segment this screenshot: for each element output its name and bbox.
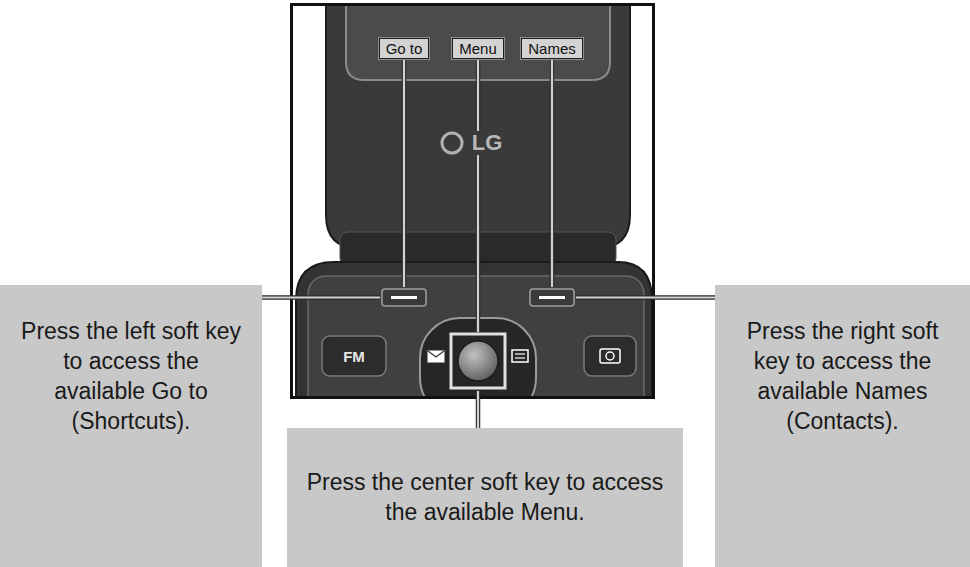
leader-line xyxy=(552,59,715,298)
node-text: Press the left soft key to access the av… xyxy=(16,317,246,437)
leader-line xyxy=(262,59,404,298)
leader-line-outline xyxy=(552,59,715,298)
leader-line-core xyxy=(552,59,715,298)
key-label: FM xyxy=(343,348,365,365)
soft-key-label: Names xyxy=(521,38,583,59)
node-text: Names xyxy=(528,40,576,57)
callout-box: Press the left soft key to access the av… xyxy=(0,285,262,567)
fm-key xyxy=(322,336,386,376)
center-key xyxy=(458,341,498,381)
leader-line-outline xyxy=(262,59,404,298)
nav-highlight xyxy=(451,334,505,388)
callout-box: Press the right soft key to access the a… xyxy=(715,285,970,567)
leader-line-core xyxy=(477,59,479,428)
node-text: Menu xyxy=(459,40,497,57)
camera-lens xyxy=(606,352,614,360)
frame xyxy=(292,5,654,398)
soft-key-dash xyxy=(539,296,565,299)
leader-line xyxy=(478,59,479,428)
node-text: Go to xyxy=(386,40,423,57)
node-text: Press the center soft key to access the … xyxy=(303,468,667,528)
soft-key-label: Go to xyxy=(379,38,430,59)
node-text: Press the right soft key to access the a… xyxy=(731,317,954,437)
soft-key-label: Menu xyxy=(452,38,504,59)
right-soft-key xyxy=(530,289,574,306)
logo-mark xyxy=(442,133,462,153)
menu-icon xyxy=(512,350,528,362)
message-icon xyxy=(428,351,444,362)
left-soft-key xyxy=(382,289,426,306)
camera-icon xyxy=(600,349,620,363)
soft-key-dash xyxy=(391,296,417,299)
message-icon-flap xyxy=(428,351,444,357)
menu-icon-line xyxy=(515,353,525,354)
camera-key xyxy=(584,336,636,376)
brand-logo: LG xyxy=(468,131,507,155)
callout-box: Press the center soft key to access the … xyxy=(287,428,683,567)
menu-icon-line xyxy=(515,357,525,358)
leader-line-core xyxy=(262,59,404,298)
leader-line-outline xyxy=(476,59,481,428)
